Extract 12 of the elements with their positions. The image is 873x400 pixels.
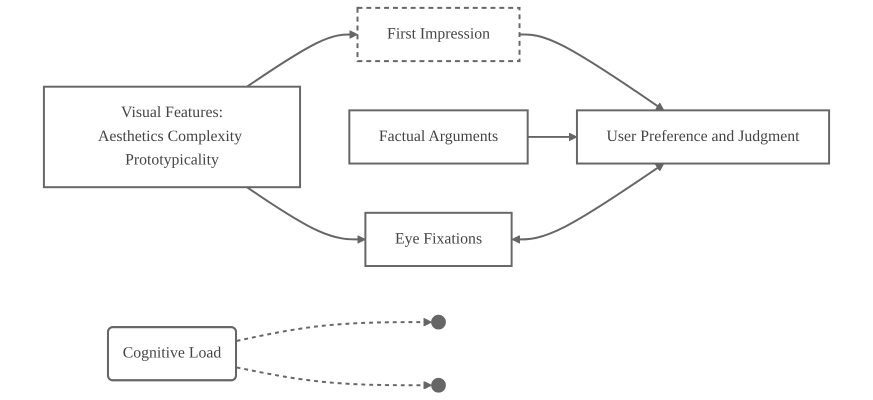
arrow xyxy=(528,132,578,142)
arrow xyxy=(236,366,432,390)
node-box: Factual Arguments xyxy=(348,109,529,165)
node-box: Eye Fixations xyxy=(364,212,513,267)
arrow xyxy=(246,30,358,88)
node-box: User Preference and Judgment xyxy=(576,109,830,165)
arrow xyxy=(512,163,664,244)
arrow xyxy=(520,34,664,111)
arrow xyxy=(246,186,366,244)
node-box: First Impression xyxy=(356,6,520,62)
arrow xyxy=(236,318,432,342)
node-box: Visual Features: Aesthetics Complexity Prototypicality xyxy=(42,86,302,188)
